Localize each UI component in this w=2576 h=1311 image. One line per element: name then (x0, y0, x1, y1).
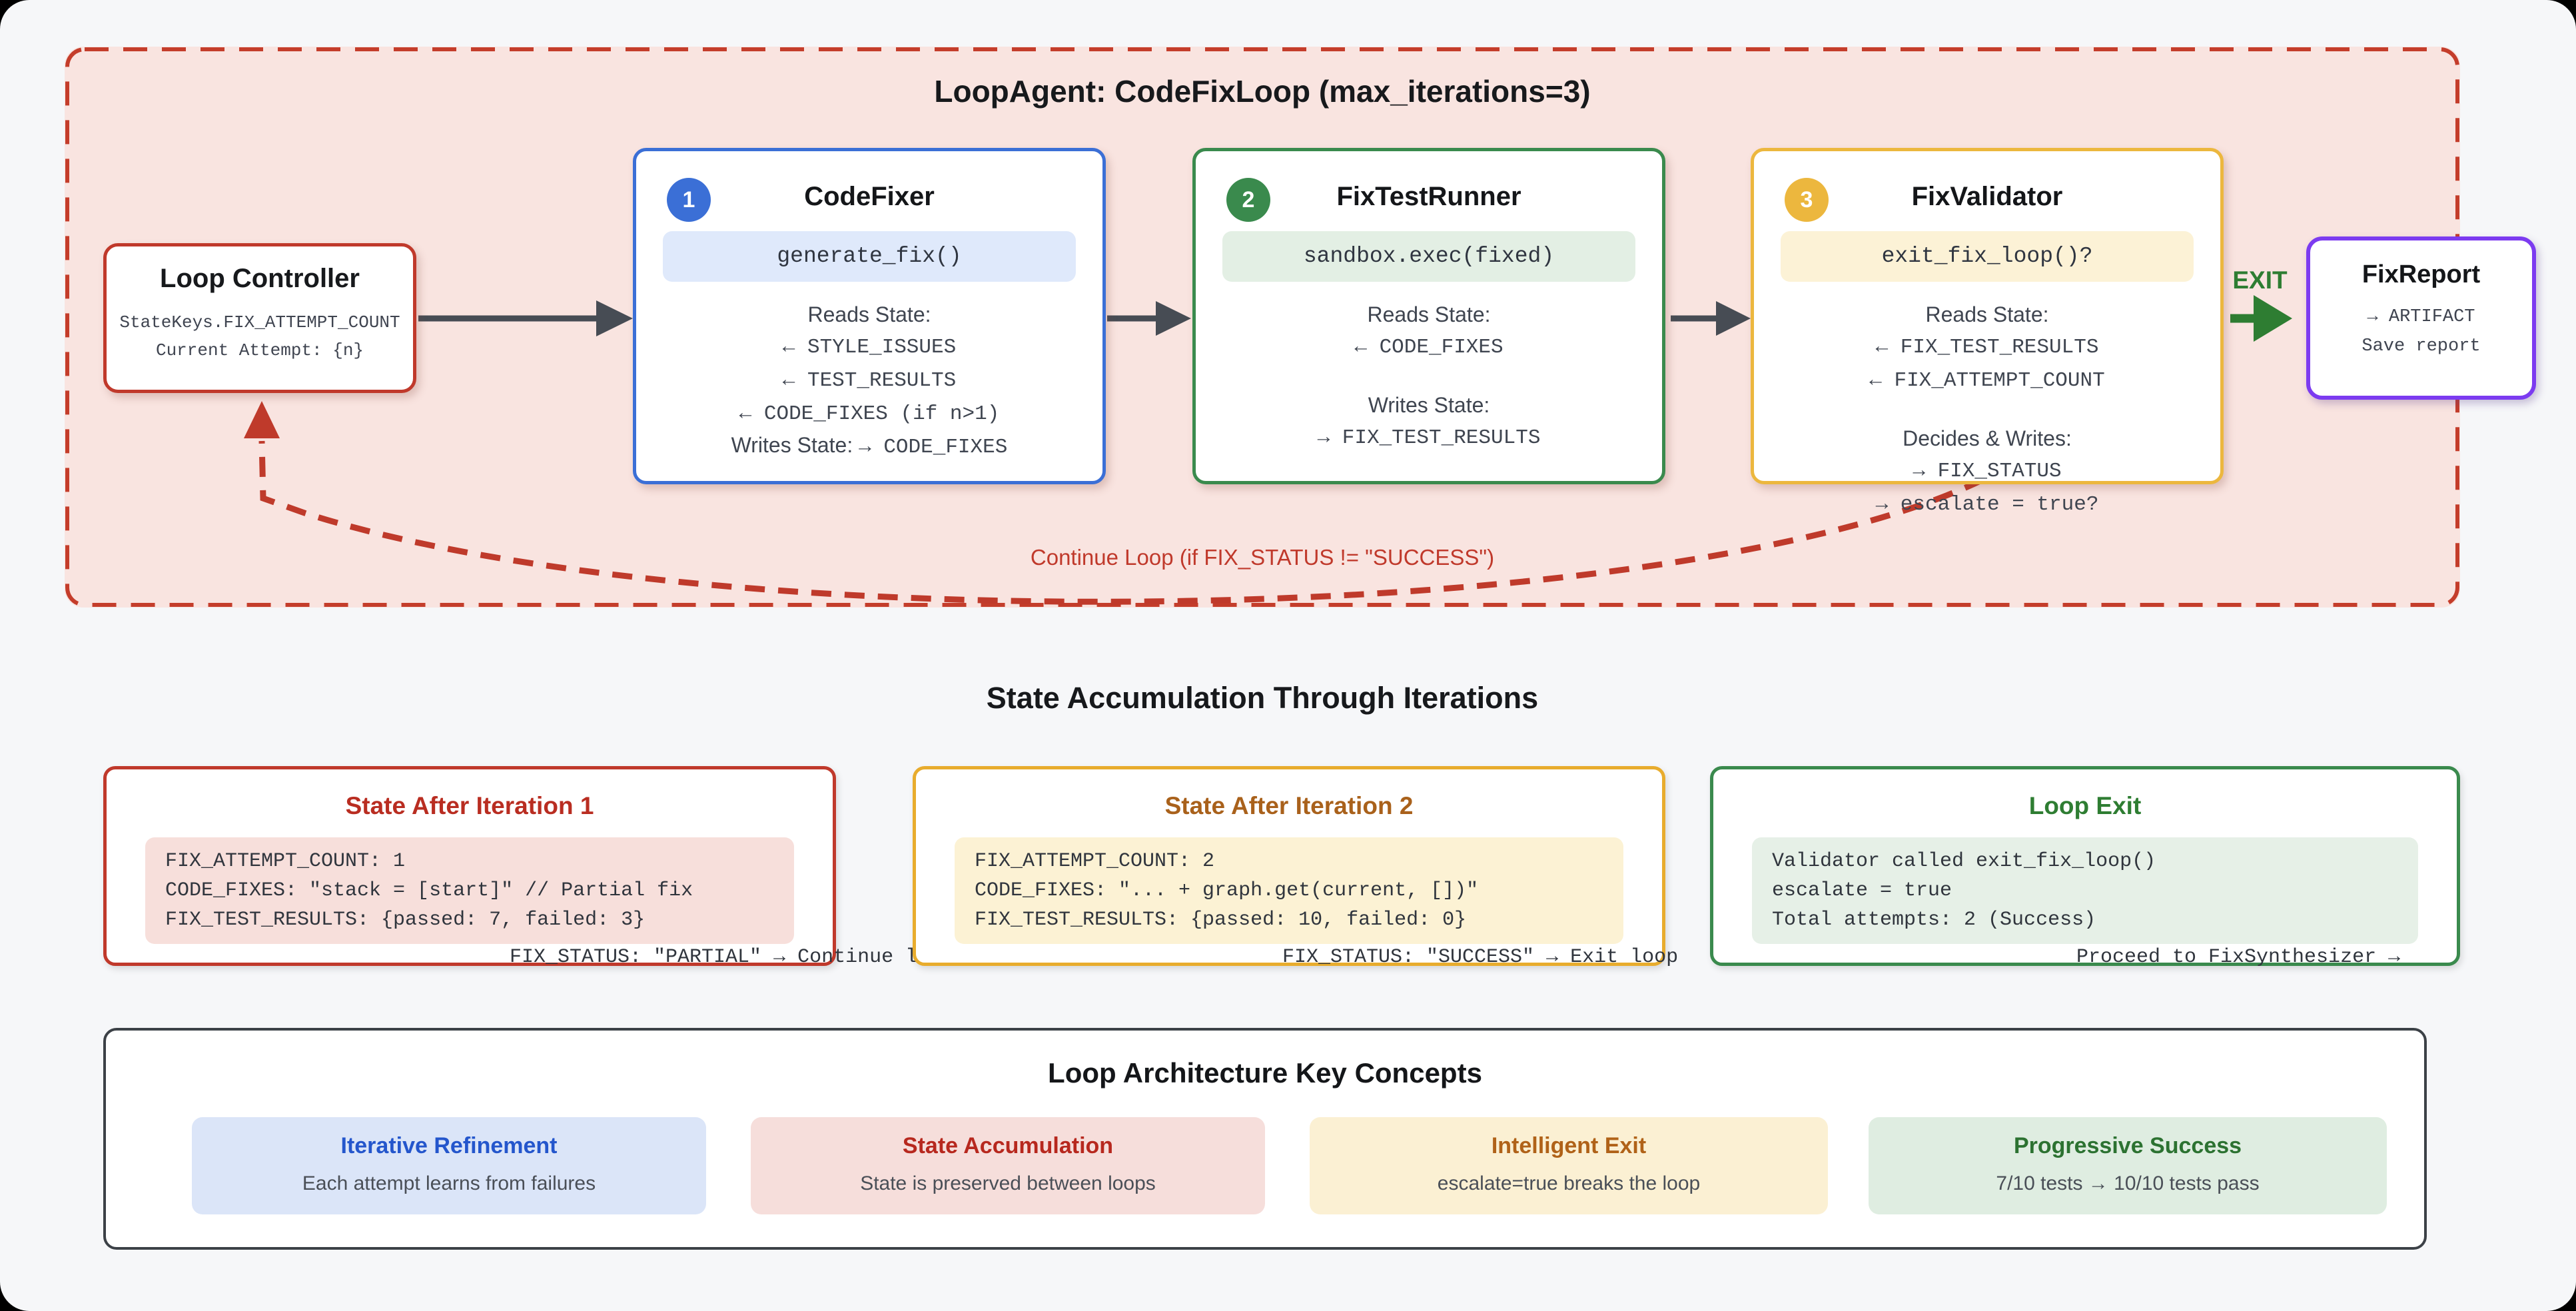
agent-rows: Reads State: ← FIX_TEST_RESULTS ← FIX_ATTE… (1781, 299, 2194, 520)
agent-row: Reads State: (1781, 299, 2194, 330)
agent-row: ← CODE_FIXES (if n>1) (663, 396, 1076, 430)
loop-title: LoopAgent: CodeFixLoop (max_iterations=3… (934, 74, 1591, 109)
concept-tile-subtitle: 7/10 tests → 10/10 tests pass (1996, 1172, 2260, 1194)
report-artifact-line: → ARTIFACT (2367, 307, 2475, 327)
state-key: ← FIX_TEST_RESULTS (1875, 336, 2099, 359)
state-code-line: Total attempts: 2 (Success) (1772, 909, 2096, 931)
concept-tile-subtitle: Each attempt learns from failures (302, 1172, 596, 1194)
agent-row: → FIX_STATUS (1781, 454, 2194, 487)
agent-card: 1 CodeFixer generate_fix() Reads State: ← ST… (633, 148, 1106, 484)
state-card-title: State After Iteration 2 (1164, 792, 1414, 819)
state-key: → FIX_STATUS (1913, 460, 2062, 483)
step-badge: 2 (1226, 178, 1270, 222)
row-spacer (1781, 396, 2194, 423)
state-code-line: Validator called exit_fix_loop() (1772, 850, 2156, 873)
state-code-line: FIX_TEST_RESULTS: {passed: 7, failed: 3} (165, 909, 645, 931)
state-code-line: escalate = true (1772, 879, 1952, 902)
fix-report-card: FixReport → ARTIFACT Save report (2306, 236, 2536, 400)
agent-title: FixTestRunner (1336, 182, 1521, 211)
state-section-heading: State Accumulation Through Iterations (986, 681, 1539, 715)
agent-row: Reads State: (1222, 299, 1635, 330)
state-result-line: FIX_STATUS: "PARTIAL" → Continue loop (510, 946, 954, 969)
step-badge: 3 (1785, 178, 1829, 222)
key-concepts-panel: Loop Architecture Key Concepts Iterative… (103, 1028, 2427, 1250)
agent-title: CodeFixer (804, 182, 935, 211)
concept-tile: Progressive Success 7/10 tests → 10/10 te… (1869, 1117, 2387, 1214)
concept-tile-subtitle: State is preserved between loops (860, 1172, 1156, 1194)
agent-row: Writes State: → CODE_FIXES (663, 430, 1076, 463)
state-code-line: FIX_TEST_RESULTS: {passed: 10, failed: 0… (975, 909, 1467, 931)
concept-tile-title: Intelligent Exit (1491, 1133, 1647, 1158)
agent-row: → FIX_TEST_RESULTS (1222, 420, 1635, 454)
loop-agent-container: LoopAgent: CodeFixLoop (max_iterations=3… (65, 47, 2536, 608)
state-key: ← CODE_FIXES (1354, 336, 1503, 359)
exit-arrow (2230, 295, 2292, 342)
state-key: ← STYLE_ISSUES (782, 336, 957, 359)
fix-report-title: FixReport (2361, 260, 2481, 288)
state-key: → escalate = true? (1875, 493, 2099, 516)
concept-tile-title: State Accumulation (902, 1133, 1114, 1158)
state-card-title: Loop Exit (2028, 792, 2142, 819)
loop-controller-title: Loop Controller (160, 264, 360, 293)
agent-rows: Reads State: ← CODE_FIXES Writes State: → F… (1222, 299, 1635, 454)
agent-method-pill: exit_fix_loop()? (1781, 231, 2194, 282)
agent-row: Decides & Writes: (1781, 423, 2194, 454)
state-code-block: Validator called exit_fix_loop() escalate… (1752, 837, 2418, 944)
state-io-label: Reads State: (1367, 302, 1491, 326)
state-io-label: Decides & Writes: (1903, 426, 2072, 450)
concept-tile-title: Progressive Success (2013, 1133, 2242, 1158)
agent-card: 2 FixTestRunner sandbox.exec(fixed) Reads S… (1192, 148, 1665, 484)
concept-tile-title: Iterative Refinement (340, 1133, 558, 1158)
state-code-block: FIX_ATTEMPT_COUNT: 2 CODE_FIXES: "... + g… (955, 837, 1623, 944)
state-io-label: Reads State: (807, 302, 931, 326)
state-code-line: CODE_FIXES: "... + graph.get(current, []… (975, 879, 1479, 902)
continue-loop-label: Continue Loop (if FIX_STATUS != "SUCCESS… (1030, 545, 1495, 570)
agent-rows: Reads State: ← STYLE_ISSUES ← TEST_RESULTS… (663, 299, 1076, 463)
agent-row: → escalate = true? (1781, 487, 2194, 520)
agent-row: ← TEST_RESULTS (663, 363, 1076, 396)
loop-controller-card: Loop Controller StateKeys.FIX_ATTEMPT_CO… (103, 243, 416, 393)
state-code-line: FIX_ATTEMPT_COUNT: 1 (165, 850, 406, 873)
state-code-line: FIX_ATTEMPT_COUNT: 2 (975, 850, 1215, 873)
agent-row: ← FIX_TEST_RESULTS (1781, 330, 2194, 363)
state-card: State After Iteration 1 FIX_ATTEMPT_COUNT… (103, 766, 953, 969)
agent-row: ← CODE_FIXES (1222, 330, 1635, 363)
row-spacer (1222, 363, 1635, 390)
agent-method-pill: generate_fix() (663, 231, 1076, 282)
state-result-line: Proceed to FixSynthesizer → (2076, 946, 2401, 969)
state-card-title: State After Iteration 1 (345, 792, 594, 819)
step-badge: 1 (667, 178, 711, 222)
state-io-label: Reads State: (1925, 302, 2049, 326)
state-key: ← FIX_ATTEMPT_COUNT (1869, 369, 2105, 392)
state-card: State After Iteration 2 FIX_ATTEMPT_COUNT… (913, 766, 1678, 969)
exit-label: EXIT (2232, 266, 2288, 294)
state-key: ← CODE_FIXES (if n>1) (739, 402, 1000, 426)
state-code-block: FIX_ATTEMPT_COUNT: 1 CODE_FIXES: "stack =… (145, 837, 794, 944)
state-key: → FIX_TEST_RESULTS (1317, 426, 1541, 450)
continue-loop-arrow (244, 401, 1984, 605)
agent-row: ← STYLE_ISSUES (663, 330, 1076, 363)
state-io-label: Writes State: (1368, 393, 1490, 417)
agent-row: ← FIX_ATTEMPT_COUNT (1781, 363, 2194, 396)
state-code-line: CODE_FIXES: "stack = [start]" // Partial… (165, 879, 693, 902)
state-key: ← TEST_RESULTS (782, 369, 957, 392)
agent-card: 3 FixValidator exit_fix_loop()? Reads State… (1751, 148, 2224, 516)
key-concepts-title: Loop Architecture Key Concepts (1048, 1057, 1482, 1089)
state-key: → CODE_FIXES (859, 436, 1008, 459)
agent-title: FixValidator (1911, 182, 2063, 211)
agent-row: Reads State: (663, 299, 1076, 330)
state-io-label: Writes State: (731, 433, 853, 457)
report-save-line: Save report (2361, 336, 2481, 356)
controller-attempt: Current Attempt: {n} (155, 340, 364, 360)
agent-method-pill: sandbox.exec(fixed) (1222, 231, 1635, 282)
agent-row: Writes State: (1222, 390, 1635, 420)
concept-tile: Intelligent Exit escalate=true breaks the… (1310, 1117, 1828, 1214)
state-result-line: FIX_STATUS: "SUCCESS" → Exit loop (1282, 946, 1679, 969)
concept-tile-subtitle: escalate=true breaks the loop (1437, 1172, 1701, 1194)
controller-state-key: StateKeys.FIX_ATTEMPT_COUNT (119, 312, 400, 332)
